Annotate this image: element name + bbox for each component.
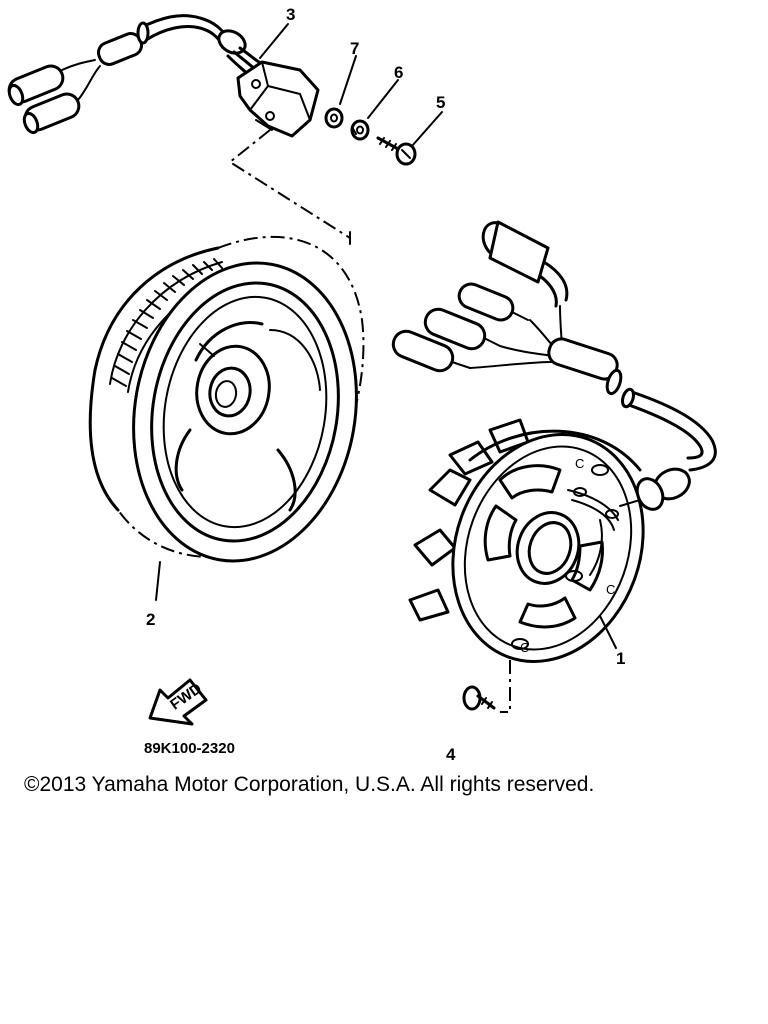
lock-washer <box>350 119 370 141</box>
stator-screw <box>462 660 511 713</box>
rotor-flywheel <box>88 235 365 563</box>
stator-mark-c-bottom: C <box>520 640 529 655</box>
callout-leaders <box>155 23 617 649</box>
pickup-coil <box>236 60 320 138</box>
callout-4: 4 <box>446 745 456 764</box>
callout-3: 3 <box>286 5 295 24</box>
forward-direction-arrow: FWD <box>148 678 208 726</box>
callout-2: 2 <box>146 610 155 629</box>
stator-assembly: C C C <box>408 418 645 663</box>
pickup-coil-wiring <box>7 14 264 135</box>
drawing-code: 89K100-2320 <box>144 740 235 757</box>
callout-7: 7 <box>350 39 359 58</box>
assembly-line-pickup <box>228 129 351 239</box>
stator-wiring <box>391 220 717 511</box>
pickup-screw <box>376 136 417 166</box>
flat-washer <box>324 107 344 129</box>
stator-mark-c-right: C <box>606 582 615 597</box>
copyright-notice: ©2013 Yamaha Motor Corporation, U.S.A. A… <box>24 773 595 796</box>
callout-1: 1 <box>616 649 625 668</box>
callout-6: 6 <box>394 63 403 82</box>
stator-mark-c-top: C <box>575 456 584 471</box>
callout-5: 5 <box>436 93 445 112</box>
